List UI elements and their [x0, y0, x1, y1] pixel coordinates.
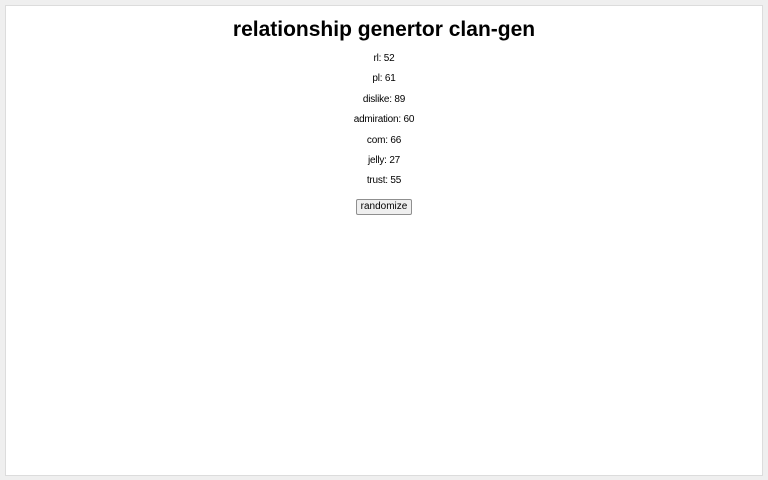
- stats-list: rl: 52 pl: 61 dislike: 89 admiration: 60…: [6, 52, 762, 195]
- actions: randomize: [6, 196, 762, 215]
- stat-com: com: 66: [366, 134, 402, 146]
- stat-pl: pl: 61: [372, 73, 396, 85]
- stat-rl: rl: 52: [373, 53, 395, 64]
- page-title: relationship genertor clan-gen: [232, 18, 536, 41]
- stat-trust: trust: 55: [366, 175, 402, 187]
- stat-jelly: jelly: 27: [367, 154, 401, 166]
- randomize-button[interactable]: randomize: [355, 199, 413, 215]
- stat-dislike: dislike: 89: [362, 93, 406, 105]
- stat-admiration: admiration: 60: [353, 114, 415, 126]
- page-container: relationship genertor clan-gen rl: 52 pl…: [5, 5, 763, 476]
